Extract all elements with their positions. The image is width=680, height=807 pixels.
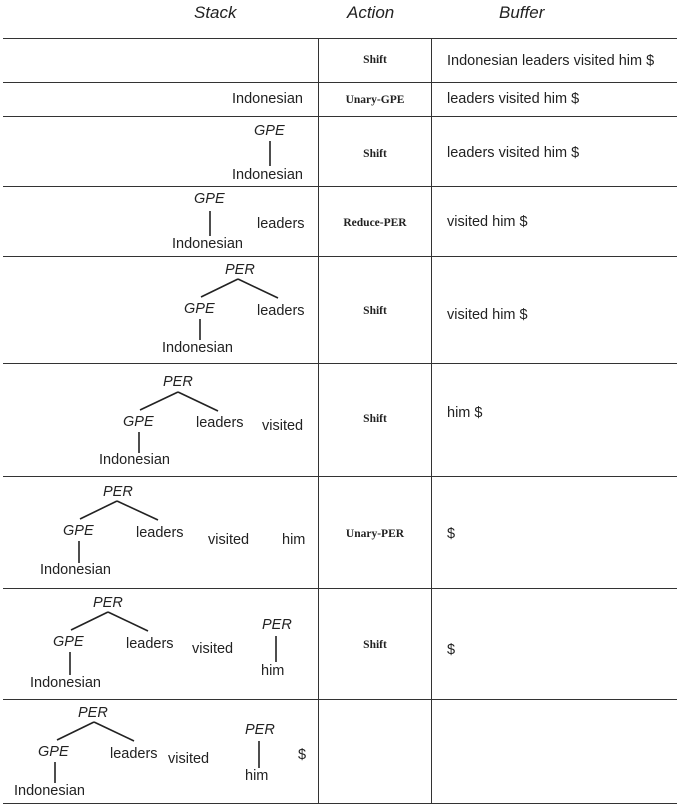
row-8-buffer: $ <box>447 642 456 658</box>
tree-node-gpe: GPE <box>53 634 84 650</box>
tree-node-per: PER <box>163 374 193 390</box>
row-2-buffer: leaders visited him $ <box>447 91 580 107</box>
header-stack: Stack <box>194 3 237 22</box>
tree-node-per: PER <box>262 617 292 633</box>
header-action: Action <box>347 3 395 22</box>
tree-node-per: PER <box>78 705 108 721</box>
row-6-buffer: him $ <box>447 405 483 421</box>
stack-token-indonesian: Indonesian <box>232 91 303 107</box>
row-4-action: Reduce-PER <box>343 217 407 229</box>
tree-edges <box>54 141 279 783</box>
tree-node-gpe: GPE <box>63 523 94 539</box>
tree-edge <box>139 391 179 411</box>
stack-token-visited: visited <box>192 641 234 657</box>
tree-edge <box>116 500 159 521</box>
row-1-action: Shift <box>363 54 387 66</box>
tree-node-gpe: GPE <box>123 414 154 430</box>
stack-token-leaders: leaders <box>257 216 305 232</box>
tree-edge <box>93 721 135 742</box>
stack-token-visited: visited <box>168 751 210 767</box>
stack-token-indonesian: Indonesian <box>30 675 101 691</box>
row-6-action: Shift <box>363 413 387 425</box>
tree-edge <box>177 391 219 412</box>
tree-node-gpe: GPE <box>254 123 285 139</box>
tree-edge <box>200 278 239 298</box>
tree-node-gpe: GPE <box>184 301 215 317</box>
stack-token-leaders: leaders <box>126 636 174 652</box>
row-2-action: Unary-GPE <box>345 94 405 106</box>
tree-node-per: PER <box>93 595 123 611</box>
stack-token-him: him <box>245 768 269 784</box>
row-3-buffer: leaders visited him $ <box>447 145 580 161</box>
stack-token-dollar: $ <box>298 747 307 763</box>
row-8-action: Shift <box>363 639 387 651</box>
stack-token-indonesian: Indonesian <box>40 562 111 578</box>
stack-token-him: him <box>261 663 285 679</box>
tree-node-per: PER <box>103 484 133 500</box>
tree-node-per: PER <box>245 722 275 738</box>
stack-token-leaders: leaders <box>110 746 158 762</box>
tree-node-gpe: GPE <box>194 191 225 207</box>
stack-token-indonesian: Indonesian <box>14 783 85 799</box>
tree-node-per: PER <box>225 262 255 278</box>
row-5-action: Shift <box>363 305 387 317</box>
row-4-buffer: visited him $ <box>447 214 528 230</box>
tree-edge <box>56 721 95 741</box>
row-1-buffer: Indonesian leaders visited him $ <box>447 53 655 69</box>
header-buffer: Buffer <box>499 3 545 22</box>
stack-token-indonesian: Indonesian <box>232 167 303 183</box>
stack-token-leaders: leaders <box>196 415 244 431</box>
tree-edge <box>237 278 279 299</box>
stack-token-indonesian: Indonesian <box>172 236 243 252</box>
row-7-buffer: $ <box>447 526 456 542</box>
stack-token-indonesian: Indonesian <box>162 340 233 356</box>
row-7-action: Unary-PER <box>345 528 405 540</box>
tree-edge <box>70 611 109 631</box>
tree-node-gpe: GPE <box>38 744 69 760</box>
tree-edge <box>107 611 149 632</box>
stack-token-leaders: leaders <box>136 525 184 541</box>
row-3-action: Shift <box>363 148 387 160</box>
tree-edge <box>79 500 118 520</box>
stack-token-him: him <box>282 532 306 548</box>
stack-token-indonesian: Indonesian <box>99 452 170 468</box>
stack-token-visited: visited <box>262 418 304 434</box>
stack-token-leaders: leaders <box>257 303 305 319</box>
stack-token-visited: visited <box>208 532 250 548</box>
row-5-buffer: visited him $ <box>447 307 528 323</box>
